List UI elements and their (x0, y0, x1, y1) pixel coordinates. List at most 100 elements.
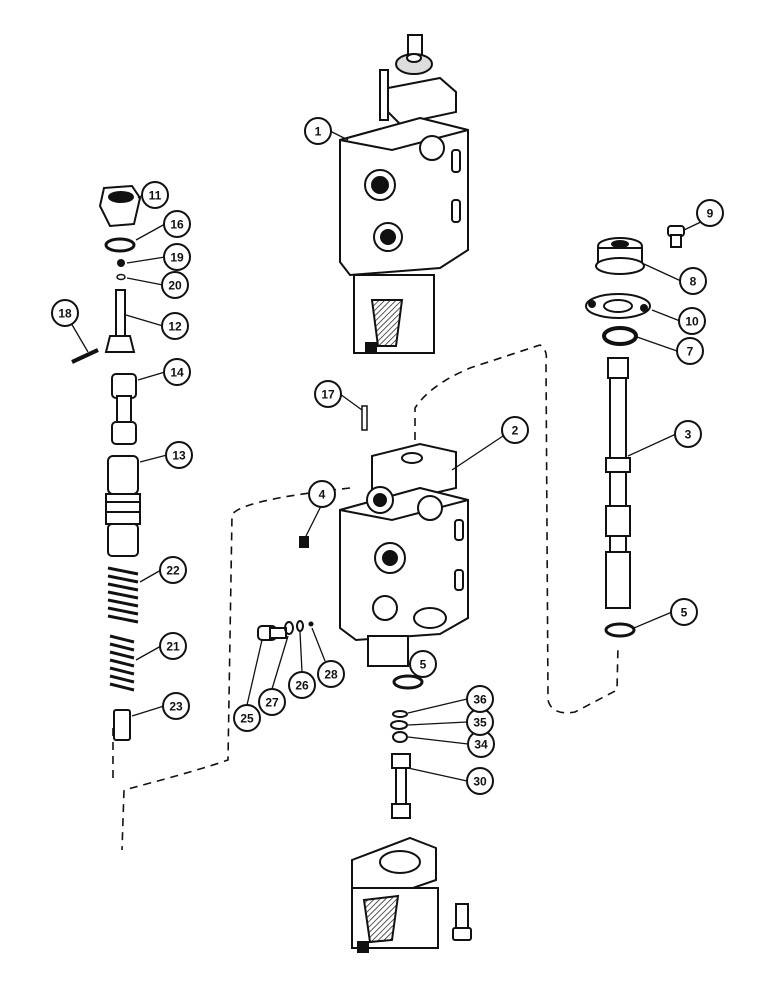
callout-18: 18 (51, 299, 79, 327)
svg-text:14: 14 (170, 366, 184, 380)
lower-slot-1 (454, 519, 464, 541)
callout-27: 27 (258, 688, 286, 716)
callout-13: 13 (165, 441, 193, 469)
callout-28: 28 (317, 660, 345, 688)
callout-11: 11 (141, 181, 169, 209)
part-7-seal (602, 326, 638, 346)
lower-port-right (417, 495, 443, 521)
svg-text:1: 1 (315, 125, 322, 139)
svg-text:2: 2 (512, 424, 519, 438)
leader-lines (70, 130, 706, 782)
part-28-ball (308, 621, 314, 627)
valve-section-lower (339, 442, 469, 667)
callout-30: 30 (466, 767, 494, 795)
svg-text:5: 5 (420, 658, 427, 672)
svg-text:18: 18 (58, 307, 72, 321)
callout-3: 3 (674, 420, 702, 448)
part-21-spring (109, 634, 135, 692)
callout-10: 10 (678, 307, 706, 335)
part-26-ring (296, 620, 304, 632)
lower-body-top-face (339, 486, 469, 522)
part-20-ring (116, 273, 126, 281)
part-34-ring (392, 731, 408, 743)
svg-text:28: 28 (324, 668, 338, 682)
callout-5-upper: 5 (670, 598, 698, 626)
upper-cap-nub (365, 342, 377, 354)
svg-text:8: 8 (690, 275, 697, 289)
part-36-ring (392, 710, 408, 718)
lower-port-bottom (413, 607, 447, 629)
assembly-dashed-line-left (121, 487, 351, 851)
part-11-relief-cap (98, 184, 142, 228)
svg-text:4: 4 (319, 488, 326, 502)
part-16-o-ring (104, 237, 136, 253)
upper-top-boss (387, 76, 457, 126)
callout-4: 4 (308, 480, 336, 508)
end-cap-bolt (452, 903, 472, 941)
upper-cap-shading (370, 299, 404, 347)
callout-7: 7 (676, 337, 704, 365)
end-cap-bore (379, 850, 421, 874)
svg-text:7: 7 (687, 345, 694, 359)
callout-9: 9 (696, 199, 724, 227)
part-22-spring (107, 566, 139, 624)
upper-slot-2 (451, 199, 461, 223)
callout-35: 35 (466, 708, 494, 736)
assembly-dashed-line-center (414, 344, 619, 714)
part-5-seal-upper (604, 622, 636, 638)
svg-text:27: 27 (265, 696, 279, 710)
part-4-plug (299, 536, 309, 548)
callout-8: 8 (679, 267, 707, 295)
svg-text:12: 12 (168, 320, 182, 334)
end-cap-nub (357, 941, 369, 953)
part-30-check-valve (391, 753, 411, 819)
callout-2: 2 (501, 416, 529, 444)
svg-text:30: 30 (473, 775, 487, 789)
part-3-spool (605, 357, 631, 609)
part-8-boot (595, 237, 645, 275)
part-23-plug (113, 709, 131, 741)
part-17-pin (361, 405, 368, 431)
svg-text:35: 35 (473, 716, 487, 730)
svg-text:21: 21 (166, 640, 180, 654)
svg-text:22: 22 (166, 564, 180, 578)
part-27-washer (284, 621, 294, 635)
svg-text:34: 34 (474, 738, 488, 752)
svg-text:16: 16 (170, 218, 184, 232)
svg-text:11: 11 (149, 189, 162, 203)
part-12-poppet (104, 289, 136, 353)
callout-14: 14 (163, 358, 191, 386)
callout-16: 16 (163, 210, 191, 238)
callout-17: 17 (314, 380, 342, 408)
lower-port-bottom-left (372, 595, 398, 621)
svg-text:9: 9 (707, 207, 714, 221)
svg-text:26: 26 (295, 679, 309, 693)
valve-section-upper (339, 34, 469, 354)
end-cap-bottom (351, 836, 439, 953)
part-25-screw (257, 625, 287, 641)
svg-text:10: 10 (685, 315, 699, 329)
svg-text:5: 5 (681, 606, 688, 620)
svg-text:23: 23 (169, 700, 183, 714)
end-cap-shading (362, 894, 400, 944)
callout-19: 19 (163, 243, 191, 271)
part-35-ring (390, 720, 408, 730)
lower-bottom-boss (367, 635, 409, 667)
callout-36: 36 (466, 685, 494, 713)
upper-body-top-face (339, 116, 469, 152)
callout-20: 20 (161, 271, 189, 299)
callout-12: 12 (161, 312, 189, 340)
svg-text:36: 36 (473, 693, 487, 707)
svg-text:20: 20 (168, 279, 182, 293)
callout-21: 21 (159, 632, 187, 660)
upper-port-right (419, 135, 445, 161)
upper-port-left-inner (371, 176, 389, 194)
part-14-sleeve (111, 373, 137, 445)
svg-text:13: 13 (172, 449, 186, 463)
svg-text:3: 3 (685, 428, 692, 442)
svg-text:17: 17 (321, 388, 335, 402)
part-9-screw (667, 225, 685, 248)
part-5-seal-lower (392, 674, 424, 690)
svg-text:19: 19 (170, 251, 184, 265)
